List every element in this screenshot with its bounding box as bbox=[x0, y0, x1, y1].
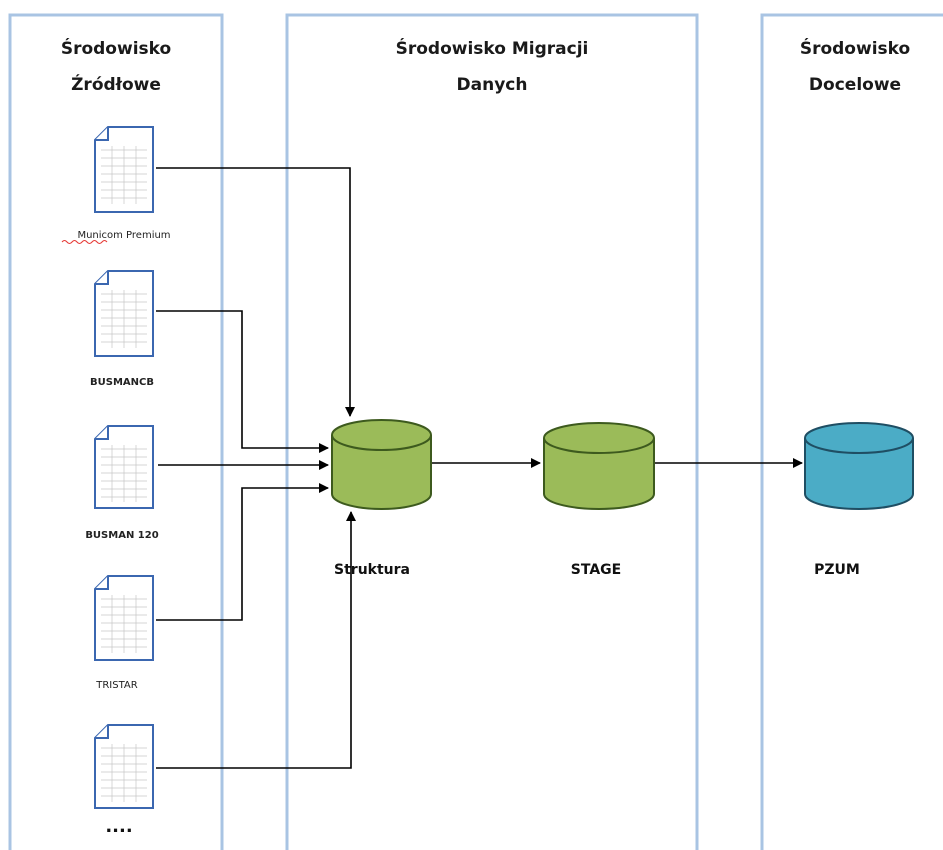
source-label-busman-120: BUSMAN 120 bbox=[85, 530, 158, 541]
database-cylinder-icon bbox=[543, 422, 655, 510]
flow-connectors bbox=[156, 167, 803, 769]
source-label-tristar: TRISTAR bbox=[95, 680, 138, 691]
database-cylinder-icon bbox=[804, 422, 914, 510]
swimlane-target: Środowisko Docelowe bbox=[760, 13, 943, 850]
arrow-tristar-to-struktura bbox=[156, 483, 329, 621]
source-document-5: .... bbox=[94, 724, 154, 837]
source-document-3: BUSMAN 120 bbox=[85, 425, 159, 541]
source-label-busmancb: BUSMANCB bbox=[90, 377, 154, 388]
document-icon bbox=[94, 126, 154, 213]
swimlane-source: Środowisko Źródłowe bbox=[8, 13, 224, 850]
target-zone-title-line2: Docelowe bbox=[809, 75, 901, 95]
database-stage: STAGE bbox=[543, 422, 655, 578]
database-cylinder-icon bbox=[331, 419, 432, 510]
arrow-busmancb-to-struktura bbox=[156, 310, 329, 453]
source-zone-title-line2: Źródłowe bbox=[71, 73, 161, 95]
arrow-more-to-struktura bbox=[156, 511, 356, 769]
arrow-municom-to-struktura bbox=[156, 167, 355, 417]
source-document-4: TRISTAR bbox=[94, 575, 154, 691]
source-zone-title-line1: Środowisko bbox=[61, 37, 171, 59]
source-document-2: BUSMANCB bbox=[90, 270, 154, 388]
target-zone-title-line1: Środowisko bbox=[800, 37, 910, 59]
document-icon bbox=[94, 575, 154, 661]
document-icon bbox=[94, 270, 154, 357]
source-label-municom: Municom Premium bbox=[77, 230, 170, 241]
database-pzum: PZUM bbox=[804, 422, 914, 578]
database-label-pzum: PZUM bbox=[814, 562, 860, 578]
database-label-stage: STAGE bbox=[571, 562, 621, 578]
source-label-more: .... bbox=[105, 816, 132, 837]
swimlane-migration: Środowisko Migracji Danych bbox=[285, 13, 699, 850]
database-struktura: Struktura bbox=[331, 419, 432, 578]
document-icon bbox=[94, 425, 154, 509]
migration-zone-title-line2: Danych bbox=[457, 75, 528, 95]
migration-zone-title-line1: Środowisko Migracji bbox=[396, 37, 589, 59]
document-icon bbox=[94, 724, 154, 809]
source-document-1: Municom Premium bbox=[61, 126, 171, 244]
database-label-struktura: Struktura bbox=[334, 562, 410, 578]
